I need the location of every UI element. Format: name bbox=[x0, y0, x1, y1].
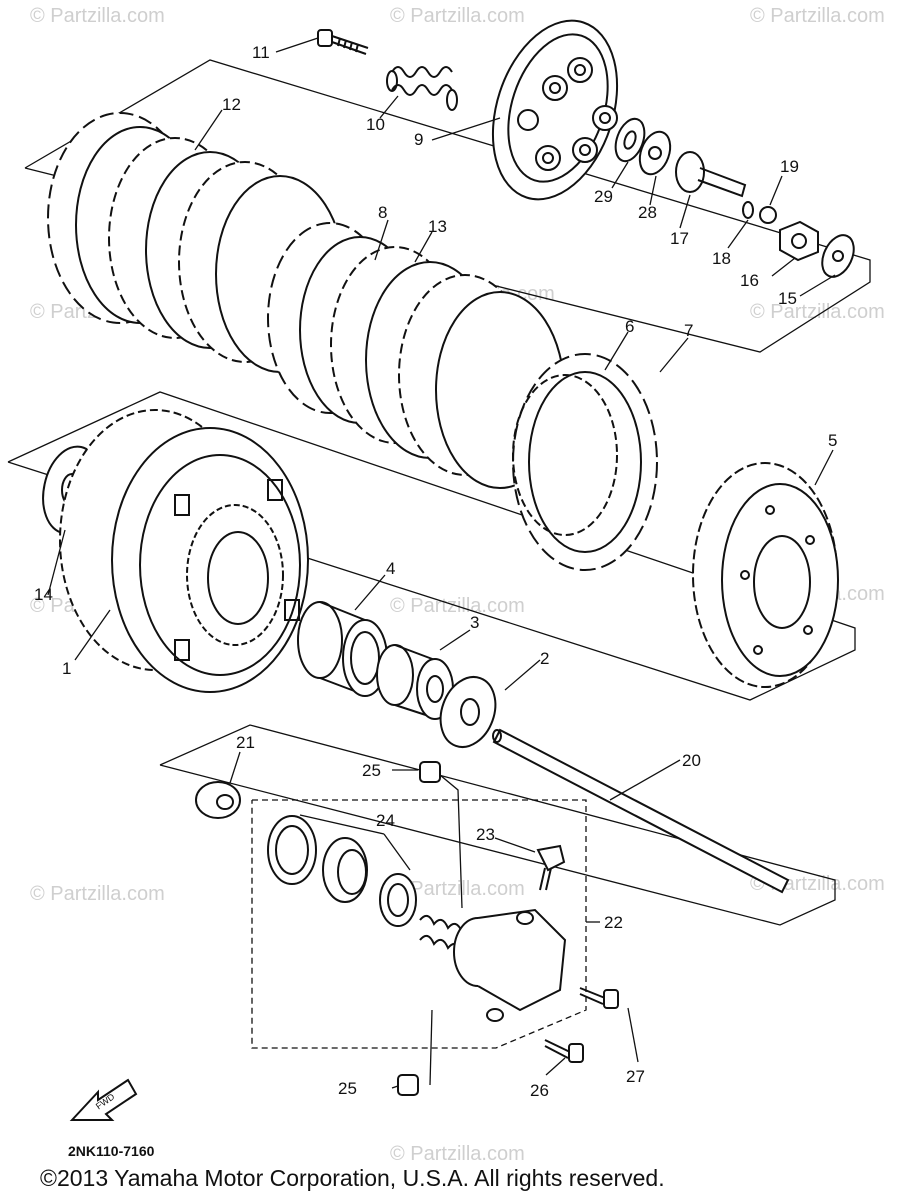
watermark: © Partzilla.com bbox=[390, 878, 525, 900]
lock-washer-part-15 bbox=[821, 234, 855, 278]
callout-9: 9 bbox=[414, 130, 423, 149]
callout-4: 4 bbox=[386, 559, 395, 578]
forward-arrow-icon: FWD bbox=[69, 1078, 138, 1121]
callout-14: 14 bbox=[34, 585, 53, 604]
slave-cylinder-box bbox=[251, 799, 587, 1049]
washer-part-18 bbox=[742, 201, 754, 219]
callout-8: 8 bbox=[378, 203, 387, 222]
callout-15: 15 bbox=[778, 289, 797, 308]
callout-22: 22 bbox=[604, 913, 623, 932]
callout-24: 24 bbox=[376, 811, 395, 830]
callout-2: 2 bbox=[540, 649, 549, 668]
watermark: © Partzilla.com bbox=[30, 5, 165, 27]
copyright-notice: ©2013 Yamaha Motor Corporation, U.S.A. A… bbox=[40, 1165, 665, 1191]
callout-6: 6 bbox=[625, 317, 634, 336]
callout-25-upper: 25 bbox=[362, 761, 381, 780]
watermark: © Partzilla.com bbox=[30, 883, 165, 905]
washer-part-29 bbox=[614, 117, 646, 163]
spacer-part-3 bbox=[376, 644, 454, 720]
bleed-screw-part-23 bbox=[536, 844, 566, 891]
callout-28: 28 bbox=[638, 203, 657, 222]
clutch-housing-part-1 bbox=[59, 409, 309, 693]
callout-labels: 1 2 3 4 5 6 7 8 9 10 11 12 13 14 15 16 1… bbox=[34, 43, 837, 1100]
watermark: © Partzilla.com bbox=[750, 301, 885, 323]
thrust-washer-part-2 bbox=[439, 676, 497, 748]
hub-frame bbox=[7, 391, 856, 701]
bolt-part-26 bbox=[544, 1039, 584, 1063]
diagram-code: 2NK110-7160 bbox=[68, 1143, 155, 1159]
dowel-part-25-lower bbox=[397, 1074, 419, 1096]
pushrod-frame bbox=[159, 724, 836, 926]
callout-18: 18 bbox=[712, 249, 731, 268]
push-rod-part-17 bbox=[675, 151, 747, 198]
callout-3: 3 bbox=[470, 613, 479, 632]
callout-26: 26 bbox=[530, 1081, 549, 1100]
callout-7: 7 bbox=[684, 321, 693, 340]
watermark: © Partzilla.com bbox=[750, 5, 885, 27]
callout-25-lower: 25 bbox=[338, 1079, 357, 1098]
callout-27: 27 bbox=[626, 1067, 645, 1086]
needle-bearing-part-4 bbox=[297, 601, 388, 697]
bearing-part-28 bbox=[638, 130, 672, 176]
callout-19: 19 bbox=[780, 157, 799, 176]
bolt-part-27 bbox=[579, 987, 619, 1009]
callout-29: 29 bbox=[594, 187, 613, 206]
clutch-plate-part-6 bbox=[512, 374, 618, 536]
callout-11: 11 bbox=[252, 43, 270, 62]
dowel-part-25-upper bbox=[419, 761, 441, 783]
nut-part-16 bbox=[779, 220, 819, 262]
callout-13: 13 bbox=[428, 217, 447, 236]
watermark: © Partzilla.com bbox=[390, 5, 525, 27]
callout-10: 10 bbox=[366, 115, 385, 134]
callout-17: 17 bbox=[670, 229, 689, 248]
pressure-plate-part-9 bbox=[491, 19, 619, 201]
callout-23: 23 bbox=[476, 825, 495, 844]
watermark: © Partzilla.com bbox=[390, 1143, 525, 1165]
callout-21: 21 bbox=[236, 733, 255, 752]
bolt-part-11 bbox=[317, 29, 369, 55]
friction-plate-part-7 bbox=[512, 353, 658, 571]
leader-lines bbox=[47, 37, 836, 1089]
piston-kit-part-24 bbox=[267, 815, 417, 927]
callout-16: 16 bbox=[740, 271, 759, 290]
callout-1: 1 bbox=[62, 659, 71, 678]
spring-part-10 bbox=[386, 66, 458, 111]
callout-12: 12 bbox=[222, 95, 241, 114]
clutch-plate-stack bbox=[47, 112, 565, 489]
clutch-boss-part-5 bbox=[692, 462, 839, 688]
push-rod-part-20 bbox=[492, 728, 790, 894]
callout-5: 5 bbox=[828, 431, 837, 450]
slave-cylinder-body bbox=[453, 908, 567, 1022]
pack-frame bbox=[24, 59, 871, 353]
ball-part-19 bbox=[759, 206, 777, 224]
oil-seal-part-21 bbox=[195, 781, 241, 819]
callout-20: 20 bbox=[682, 751, 701, 770]
